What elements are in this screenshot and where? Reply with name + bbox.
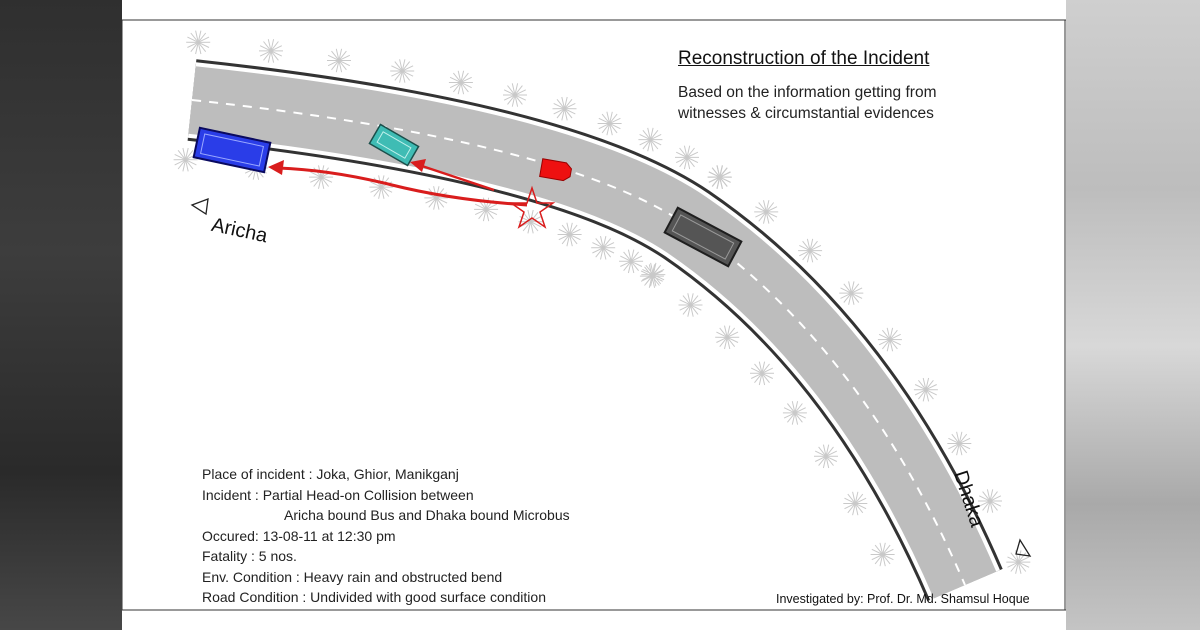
tree-icon bbox=[638, 127, 663, 152]
tree-icon bbox=[749, 361, 775, 386]
tree-icon bbox=[913, 377, 938, 402]
tree-icon bbox=[369, 175, 394, 199]
diagram-subtitle: Based on the information getting from wi… bbox=[678, 84, 937, 122]
tree-icon bbox=[754, 200, 779, 224]
microbus-arrow-head-icon bbox=[410, 159, 426, 172]
tree-icon bbox=[947, 431, 972, 456]
tree-icon bbox=[390, 59, 415, 83]
dhaka-direction-icon bbox=[1015, 538, 1032, 557]
background-right bbox=[1066, 0, 1200, 630]
background-left bbox=[0, 0, 122, 630]
info-fatality: Fatality : 5 nos. bbox=[202, 548, 297, 564]
info-road-condition: Road Condition : Undivided with good sur… bbox=[202, 589, 546, 605]
info-place: Place of incident : Joka, Ghior, Manikga… bbox=[202, 466, 459, 482]
microbus-trajectory-arrow bbox=[421, 164, 495, 192]
tree-icon bbox=[597, 111, 622, 136]
tree-icon bbox=[977, 489, 1003, 513]
tree-icon bbox=[715, 325, 740, 350]
bus-vehicle-icon bbox=[192, 126, 272, 174]
tree-icon bbox=[448, 70, 473, 95]
info-incident: Incident : Partial Head-on Collision bet… bbox=[202, 486, 474, 503]
tree-icon bbox=[474, 197, 499, 222]
info-incident-detail: Aricha bound Bus and Dhaka bound Microbu… bbox=[284, 507, 570, 523]
tree-icon bbox=[839, 281, 864, 305]
tree-icon bbox=[258, 39, 284, 63]
teal-vehicle-icon bbox=[368, 123, 420, 167]
bus-arrow-head-icon bbox=[268, 160, 284, 175]
tree-icon bbox=[552, 96, 577, 121]
tree-icon bbox=[591, 235, 616, 260]
dark-vehicle-icon bbox=[663, 206, 743, 268]
tree-icon bbox=[186, 30, 211, 55]
bus-trajectory-arrow bbox=[277, 166, 528, 207]
tree-icon bbox=[813, 444, 839, 469]
tree-icon bbox=[309, 165, 334, 189]
road-diagram bbox=[122, 19, 1066, 611]
tree-icon bbox=[870, 542, 895, 567]
tree-icon bbox=[843, 491, 868, 516]
tree-icon bbox=[798, 238, 823, 263]
info-occurred: Occured: 13-08-11 at 12:30 pm bbox=[202, 527, 396, 544]
tree-icon bbox=[424, 186, 449, 210]
tree-icon bbox=[782, 401, 807, 425]
info-env-condition: Env. Condition : Heavy rain and obstruct… bbox=[202, 568, 503, 585]
tree-icon bbox=[639, 264, 664, 288]
tree-icon bbox=[518, 209, 543, 234]
investigator-credit: Investigated by: Prof. Dr. Md. Shamsul H… bbox=[776, 592, 1030, 606]
tree-icon bbox=[326, 48, 352, 73]
diagram-title: Reconstruction of the Incident bbox=[678, 48, 930, 69]
tree-icon bbox=[619, 249, 644, 274]
incident-info: Place of incident : Joka, Ghior, Manikga… bbox=[202, 464, 570, 608]
microbus-vehicle-icon bbox=[539, 158, 572, 182]
tree-icon bbox=[678, 293, 703, 317]
aricha-direction-icon bbox=[190, 198, 209, 216]
tree-icon bbox=[173, 147, 198, 172]
tree-icon bbox=[557, 222, 582, 247]
tree-icon bbox=[877, 327, 902, 352]
tree-icon bbox=[707, 165, 732, 190]
tree-icon bbox=[502, 83, 528, 107]
tree-icon bbox=[674, 145, 700, 170]
diagram-panel: Reconstruction of the Incident Based on … bbox=[122, 0, 1066, 630]
